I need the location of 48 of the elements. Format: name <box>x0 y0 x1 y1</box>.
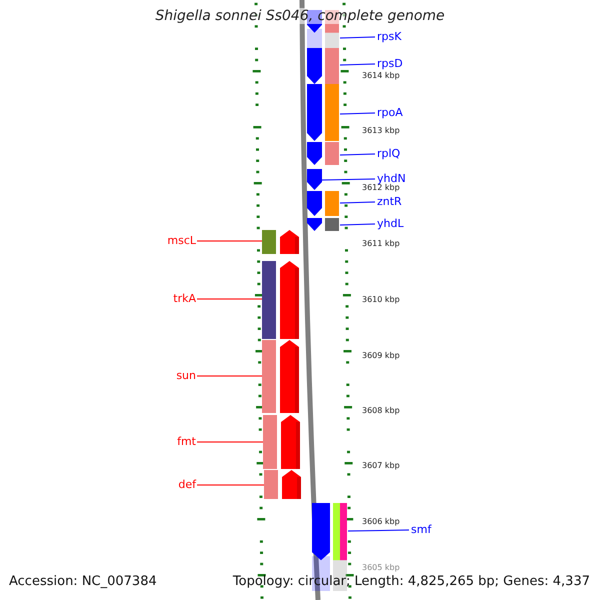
gene-label: yhdL <box>377 218 427 230</box>
leader-line <box>322 178 376 180</box>
position-label: 3611 kbp <box>362 239 400 249</box>
gene-label: rpoA <box>377 107 427 119</box>
leader-line <box>340 64 376 66</box>
gene-label: rpsK <box>377 31 427 43</box>
gene-feature <box>262 230 299 254</box>
leader-line <box>340 154 376 156</box>
gene-label: sun <box>130 370 196 382</box>
gene-label: zntR <box>377 196 427 208</box>
leader-line <box>340 36 376 38</box>
position-label: 3609 kbp <box>362 351 400 361</box>
position-label: 3605 kbp <box>362 563 400 573</box>
position-label: 3607 kbp <box>362 461 400 471</box>
leader-line <box>340 112 376 114</box>
gene-feature <box>307 218 340 231</box>
position-label: 3608 kbp <box>362 406 400 416</box>
leader-line <box>340 224 376 226</box>
title: Shigella sonnei Ss046, complete genome <box>155 8 445 24</box>
gene-label: rpsD <box>377 58 427 70</box>
leader-line <box>196 240 262 242</box>
gene-label: mscL <box>130 235 196 247</box>
gene-feature <box>262 340 299 413</box>
gene-feature <box>262 261 299 339</box>
gene-feature <box>307 84 340 141</box>
gene-label: yhdN <box>377 173 427 185</box>
leader-line <box>340 202 376 204</box>
gene-label: smf <box>411 524 451 536</box>
gene-feature <box>307 142 340 165</box>
position-label: 3613 kbp <box>362 126 400 136</box>
gene-feature <box>264 470 301 499</box>
gene-label: rplQ <box>377 148 427 160</box>
accession-text: Accession: NC_007384 <box>9 574 157 590</box>
gene-feature <box>263 415 300 469</box>
gene-feature <box>307 48 340 84</box>
gene-feature <box>307 191 340 216</box>
gene-feature <box>307 169 322 190</box>
gene-label: def <box>130 479 196 491</box>
gene-label: fmt <box>130 436 196 448</box>
position-label: 3606 kbp <box>362 517 400 527</box>
leader-line <box>348 530 410 532</box>
gene-label: trkA <box>130 293 196 305</box>
position-label: 3610 kbp <box>362 295 400 305</box>
leader-line <box>196 298 262 300</box>
genome-info-text: Topology: circular; Length: 4,825,265 bp; Genes: 4,337 <box>232 574 590 590</box>
leader-line <box>196 484 264 486</box>
position-label: 3612 kbp <box>362 183 400 193</box>
position-label: 3614 kbp <box>362 71 400 81</box>
